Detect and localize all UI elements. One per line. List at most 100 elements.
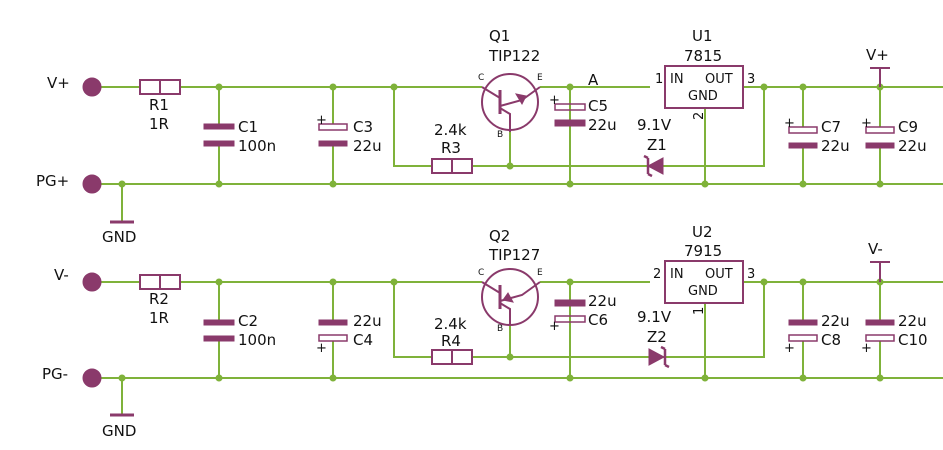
q2-ref: Q2 xyxy=(489,227,510,245)
bottom-cap-wires xyxy=(121,282,881,415)
q2-value: TIP127 xyxy=(488,246,540,264)
vplus-out-symbol xyxy=(870,67,890,87)
svg-text:1: 1 xyxy=(692,307,707,315)
vplus-out-label: V+ xyxy=(866,46,889,64)
c1-capacitor xyxy=(203,123,235,147)
pgplus-label: PG+ xyxy=(36,172,69,190)
pgplus-terminal xyxy=(82,174,102,194)
q1-pin-e: E xyxy=(537,73,543,83)
c8-ref: C8 xyxy=(821,331,841,349)
r2-ref: R2 xyxy=(149,290,169,308)
c4-capacitor: + xyxy=(316,319,348,356)
svg-text:2: 2 xyxy=(692,112,707,120)
u1-value: 7815 xyxy=(684,47,722,65)
c4-ref: C4 xyxy=(353,331,373,349)
top-regulator-section: V+ PG+ GND R1 1R C1 100n + C3 22u xyxy=(36,27,943,246)
c7-capacitor: + xyxy=(784,116,818,149)
c5-value: 22u xyxy=(588,116,617,134)
u1-regulator: IN OUT GND 1 3 2 xyxy=(655,65,755,120)
node-a-label: A xyxy=(588,71,599,89)
z2-value: 9.1V xyxy=(637,308,672,326)
q1-ref: Q1 xyxy=(489,27,510,45)
u2-value: 7915 xyxy=(684,242,722,260)
vminus-label: V- xyxy=(54,266,69,284)
top-cap-wires xyxy=(121,87,881,222)
bottom-gnd-label: GND xyxy=(102,422,136,440)
c6-value: 22u xyxy=(588,292,617,310)
vminus-terminal xyxy=(82,272,102,292)
c6-ref: C6 xyxy=(588,311,608,329)
svg-text:+: + xyxy=(784,341,795,356)
r2-resistor xyxy=(139,274,181,290)
c5-ref: C5 xyxy=(588,97,608,115)
z2-zener xyxy=(648,345,670,369)
svg-text:+: + xyxy=(549,93,560,108)
c3-capacitor: + xyxy=(316,113,348,147)
c2-ref: C2 xyxy=(238,312,258,330)
r1-ref: R1 xyxy=(149,96,169,114)
svg-text:+: + xyxy=(861,341,872,356)
svg-text:+: + xyxy=(861,116,872,131)
c2-capacitor xyxy=(203,319,235,342)
r1-resistor xyxy=(139,79,181,95)
c7-value: 22u xyxy=(821,137,850,155)
z1-zener xyxy=(643,154,664,178)
c2-value: 100n xyxy=(238,331,276,349)
svg-text:IN: IN xyxy=(670,267,684,282)
c9-capacitor: + xyxy=(861,116,895,149)
c1-ref: C1 xyxy=(238,118,258,136)
q1-pin-b: B xyxy=(497,130,503,140)
q1-transistor xyxy=(481,73,541,132)
c10-capacitor: + xyxy=(861,319,895,356)
svg-text:OUT: OUT xyxy=(705,267,733,282)
u2-regulator: IN OUT GND 2 3 1 xyxy=(653,260,755,315)
svg-text:3: 3 xyxy=(747,267,755,282)
z1-value: 9.1V xyxy=(637,116,672,134)
bottom-junctions xyxy=(118,278,884,382)
r1-value: 1R xyxy=(149,115,169,133)
c10-ref: C10 xyxy=(898,331,928,349)
c9-value: 22u xyxy=(898,137,927,155)
svg-text:+: + xyxy=(784,116,795,131)
svg-text:GND: GND xyxy=(688,89,718,104)
q1-value: TIP122 xyxy=(488,47,540,65)
pgminus-label: PG- xyxy=(42,365,68,383)
c8-value: 22u xyxy=(821,312,850,330)
svg-text:3: 3 xyxy=(747,72,755,87)
vminus-out-symbol xyxy=(870,261,890,282)
bottom-regulator-section: V- PG- GND R2 1R C2 100n + 22u C4 C E B xyxy=(42,223,943,440)
svg-text:1: 1 xyxy=(655,72,663,87)
c5-capacitor: + xyxy=(549,93,586,127)
r4-value: 2.4k xyxy=(434,315,467,333)
svg-text:IN: IN xyxy=(670,72,684,87)
svg-text:+: + xyxy=(316,341,327,356)
q2-pin-b: B xyxy=(497,324,503,334)
z1-ref: Z1 xyxy=(647,136,667,154)
r4-resistor xyxy=(431,349,473,365)
svg-text:+: + xyxy=(549,319,560,334)
c3-ref: C3 xyxy=(353,118,373,136)
r3-resistor xyxy=(431,158,473,174)
z2-ref: Z2 xyxy=(647,328,667,346)
vplus-label: V+ xyxy=(47,74,70,92)
r3-value: 2.4k xyxy=(434,121,467,139)
vplus-terminal xyxy=(82,77,102,97)
c7-ref: C7 xyxy=(821,118,841,136)
c6-capacitor: + xyxy=(549,299,586,334)
q2-transistor xyxy=(481,268,541,326)
u2-ref: U2 xyxy=(692,223,713,241)
c8-capacitor: + xyxy=(784,319,818,356)
r3-ref: R3 xyxy=(441,139,461,157)
svg-text:OUT: OUT xyxy=(705,72,733,87)
q2-pin-e: E xyxy=(537,268,543,278)
c9-ref: C9 xyxy=(898,118,918,136)
c10-value: 22u xyxy=(898,312,927,330)
c1-value: 100n xyxy=(238,137,276,155)
top-gnd-label: GND xyxy=(102,228,136,246)
pgminus-terminal xyxy=(82,368,102,388)
c4-value: 22u xyxy=(353,312,382,330)
svg-text:+: + xyxy=(316,113,327,128)
svg-text:2: 2 xyxy=(653,267,661,282)
top-junctions xyxy=(118,83,884,188)
